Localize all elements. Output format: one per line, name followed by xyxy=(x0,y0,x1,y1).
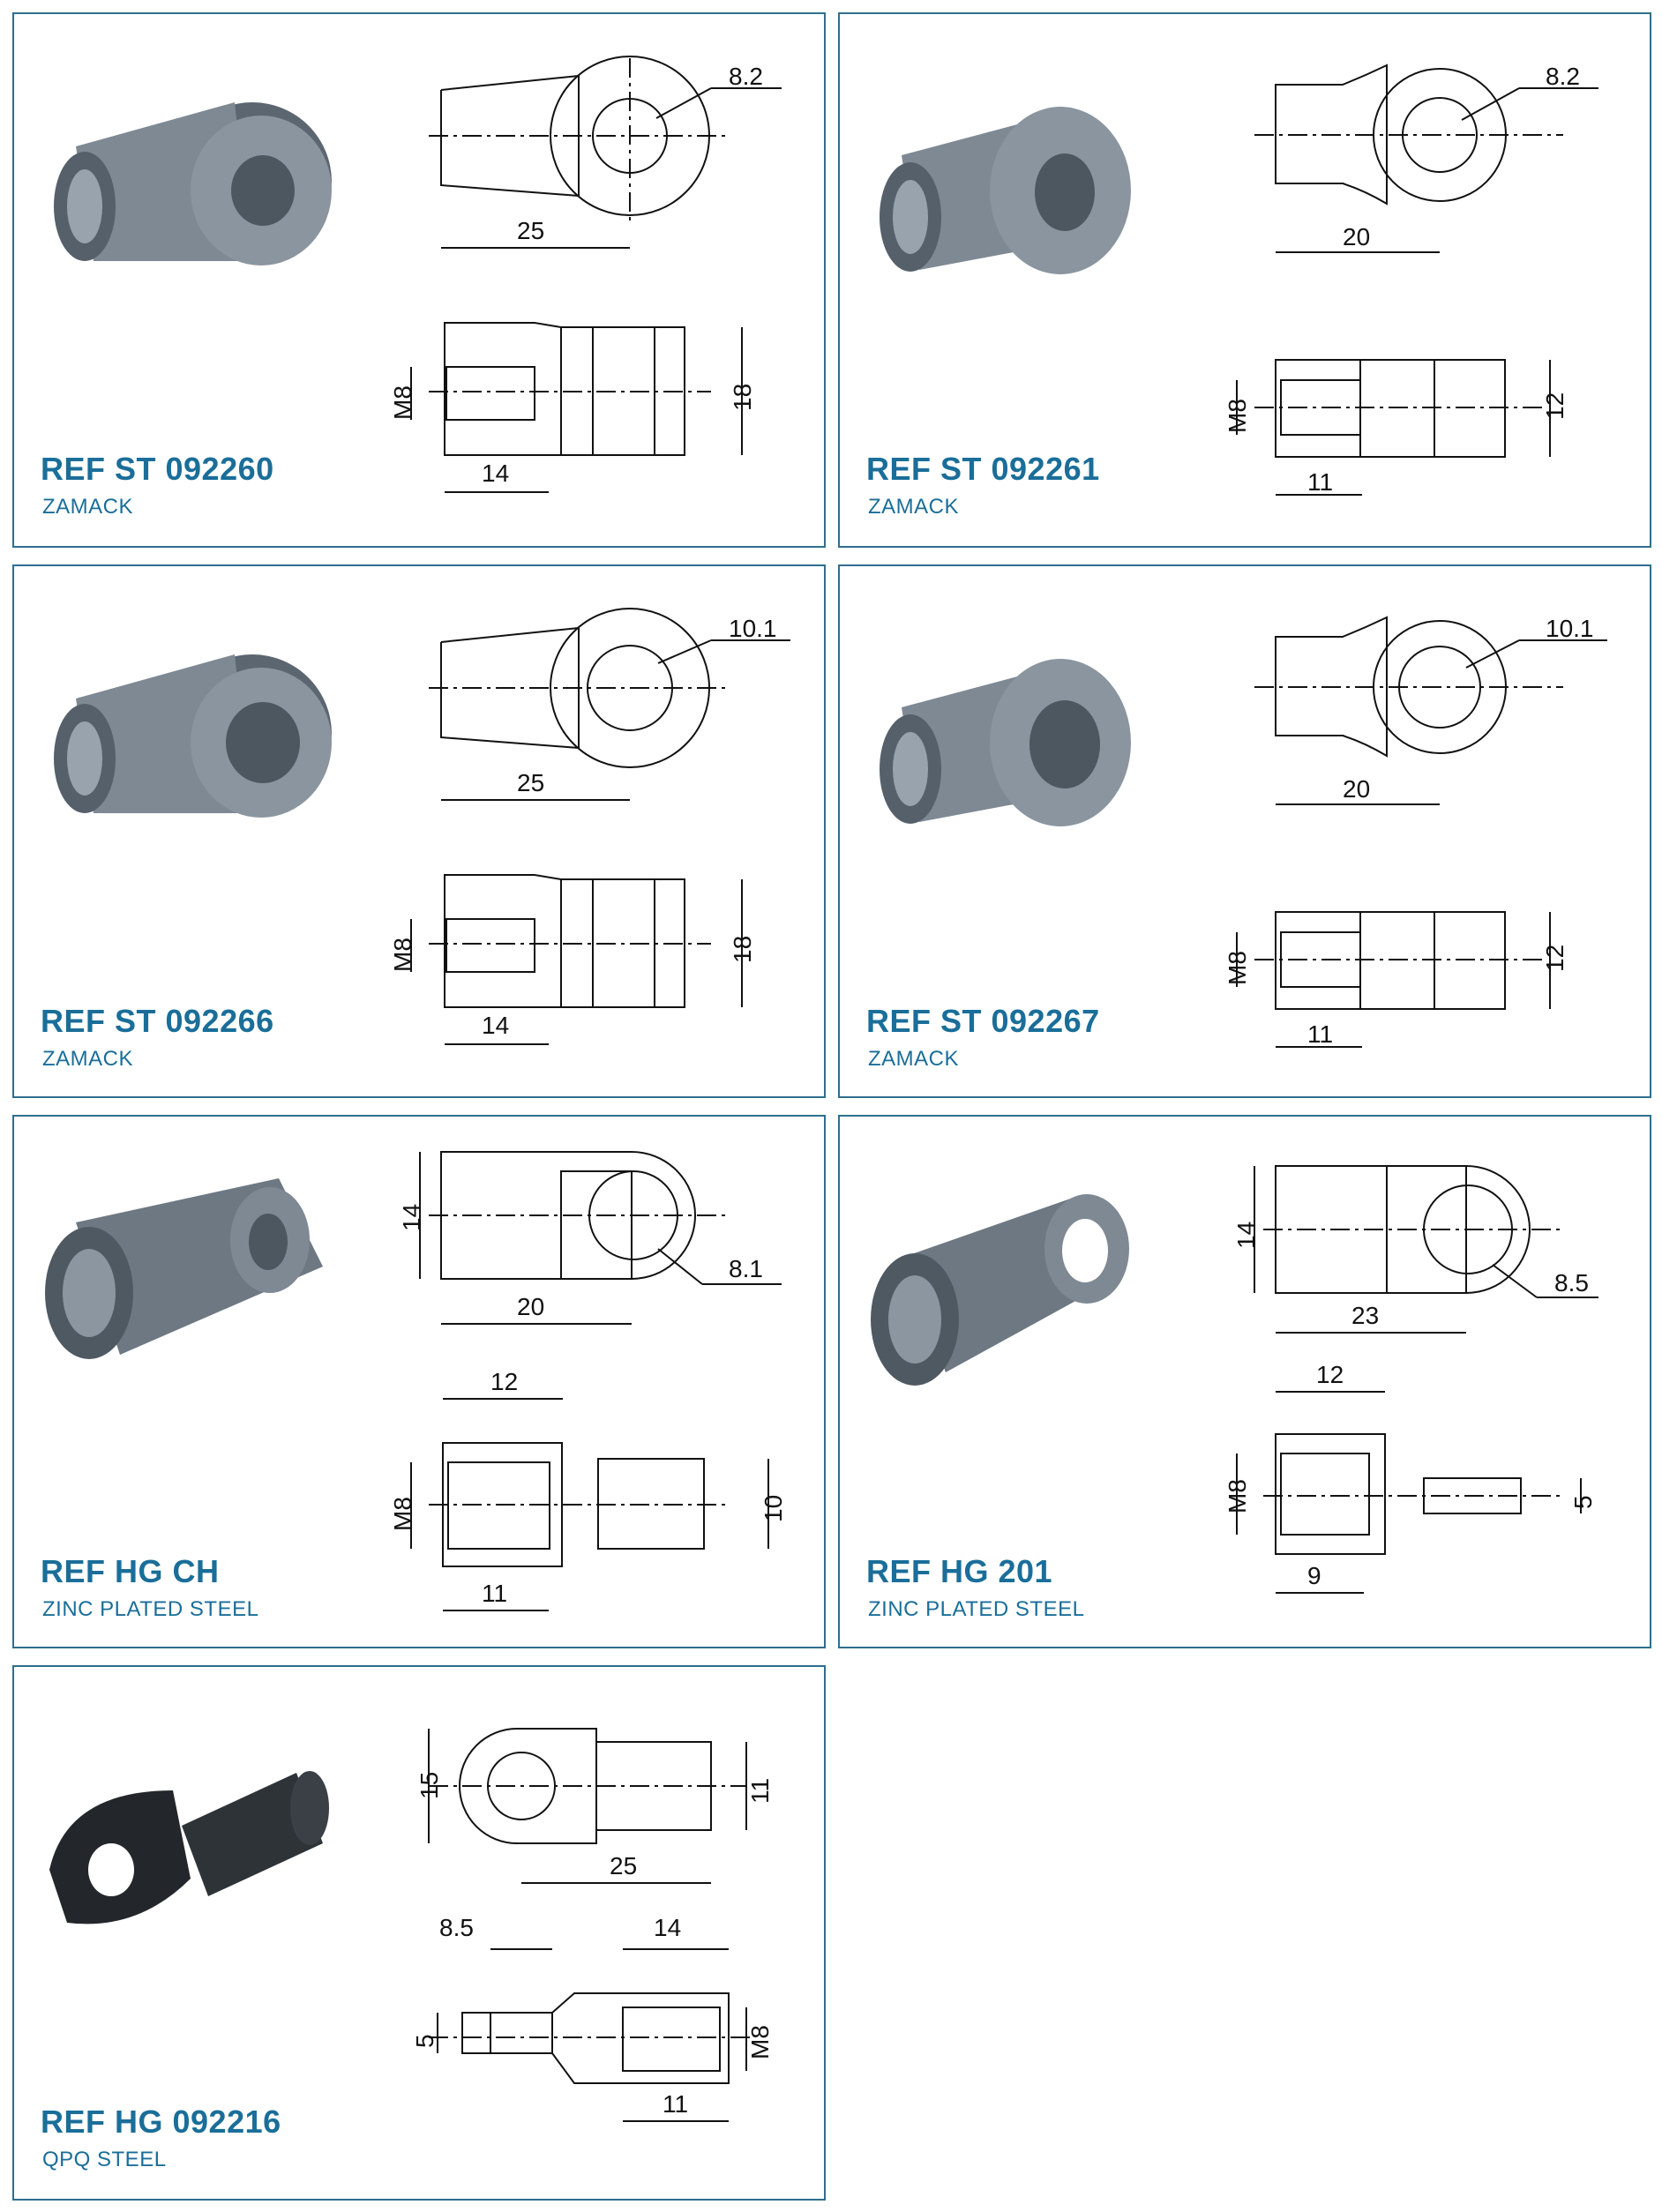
part-3d-render xyxy=(45,1178,323,1359)
technical-drawing: 15 11 25 8.5 14 5 M8 11 xyxy=(411,1728,774,2122)
dim-thread-depth: 9 xyxy=(1307,1562,1321,1589)
ref-code: REF ST 092261 xyxy=(866,451,1100,487)
technical-drawing: 8.2 20 M8 12 11 xyxy=(1224,63,1598,496)
dim-hole: 10.1 xyxy=(1546,615,1594,642)
dim-thread-depth: 14 xyxy=(482,460,509,487)
technical-drawing: 10.1 25 M8 18 14 xyxy=(389,608,790,1045)
part-3d-render xyxy=(880,107,1131,274)
dim-thread-depth: 11 xyxy=(482,1580,507,1607)
dim-hole: 8.5 xyxy=(1554,1269,1589,1297)
dim-thread: M8 xyxy=(389,938,416,972)
product-card: 14 8.1 20 12 M8 10 11 REF HG CH ZINC PLA… xyxy=(12,1115,826,1648)
material: ZAMACK xyxy=(42,1047,134,1071)
product-card: 10.1 20 M8 12 11 REF ST 092267 ZAMACK xyxy=(838,564,1651,1098)
product-card: 15 11 25 8.5 14 5 M8 11 REF HG 092216 QP… xyxy=(12,1665,826,2201)
ref-code: REF ST 092267 xyxy=(866,1003,1100,1039)
ref-code: REF HG 092216 xyxy=(41,2104,281,2140)
material: ZINC PLATED STEEL xyxy=(42,1597,259,1621)
ref-code: REF ST 092260 xyxy=(41,451,274,487)
dim-height: 18 xyxy=(729,384,756,411)
technical-drawing: 8.2 25 M8 18 14 xyxy=(389,56,782,493)
dim-thread: M8 xyxy=(389,1497,416,1531)
dim-dia: 14 xyxy=(398,1204,425,1231)
dim-hole: 8.2 xyxy=(729,63,763,90)
material: QPQ STEEL xyxy=(42,2148,167,2171)
technical-drawing: 14 8.5 23 12 M8 5 9 xyxy=(1224,1165,1598,1594)
dim-thread-depth: 11 xyxy=(1307,468,1333,496)
part-3d-render xyxy=(54,102,332,265)
part-3d-render xyxy=(880,659,1131,826)
product-card: 10.1 25 M8 18 14 REF ST 092266 ZAMACK xyxy=(12,564,826,1098)
dim-thread-depth: 14 xyxy=(482,1012,509,1039)
ref-code: REF HG CH xyxy=(41,1553,220,1589)
dim-thread: M8 xyxy=(1224,951,1251,985)
dim-body: 12 xyxy=(1316,1361,1344,1388)
dim-width: 15 xyxy=(416,1772,443,1799)
ref-code: REF HG 201 xyxy=(866,1553,1053,1589)
dim-body: 12 xyxy=(490,1368,518,1395)
material: ZAMACK xyxy=(868,495,960,519)
dim-length: 20 xyxy=(1343,775,1370,803)
dim-length: 25 xyxy=(517,769,544,796)
dim-dia: 11 xyxy=(746,1778,774,1804)
dim-height: 12 xyxy=(1541,945,1568,972)
part-3d-render xyxy=(49,1771,329,1924)
dim-length: 20 xyxy=(1343,223,1370,250)
ref-code: REF ST 092266 xyxy=(41,1003,274,1039)
dim-hole: 8.2 xyxy=(1546,63,1580,90)
dim-length: 20 xyxy=(517,1293,544,1320)
technical-drawing: 14 8.1 20 12 M8 10 11 xyxy=(389,1151,787,1611)
dim-thread: M8 xyxy=(389,385,416,420)
dim-length: 23 xyxy=(1351,1302,1379,1329)
dim-height: 5 xyxy=(1569,1495,1597,1509)
dim-length: 25 xyxy=(610,1852,637,1879)
material: ZAMACK xyxy=(42,495,134,519)
dim-height: 10 xyxy=(760,1495,787,1522)
material: ZAMACK xyxy=(868,1047,960,1071)
dim-height: 5 xyxy=(411,2034,438,2048)
dim-thread: M8 xyxy=(1224,1479,1251,1513)
dim-thread: M8 xyxy=(1224,399,1251,433)
dim-thread-depth: 11 xyxy=(663,2090,688,2118)
dim-hole: 8.5 xyxy=(439,1914,474,1941)
product-card: 14 8.5 23 12 M8 5 9 REF HG 201 ZINC PLAT… xyxy=(838,1115,1651,1648)
product-card: 8.2 25 M8 18 14 REF ST 092260 ZAMACK xyxy=(12,12,826,548)
product-card: 8.2 20 M8 12 11 REF ST 092261 ZAMACK xyxy=(838,12,1651,548)
technical-drawing: 10.1 20 M8 12 11 xyxy=(1224,615,1607,1048)
dim-thread-depth: 11 xyxy=(1307,1020,1333,1048)
dim-length: 25 xyxy=(517,217,544,244)
part-3d-render xyxy=(54,654,332,818)
dim-thread: M8 xyxy=(746,2025,774,2059)
dim-dia: 14 xyxy=(1232,1222,1260,1249)
dim-height: 12 xyxy=(1541,392,1568,420)
dim-hole: 10.1 xyxy=(729,615,777,642)
dim-hole: 8.1 xyxy=(729,1255,763,1282)
dim-height: 18 xyxy=(729,936,756,963)
part-3d-render xyxy=(871,1194,1129,1386)
material: ZINC PLATED STEEL xyxy=(868,1597,1085,1621)
dim-body: 14 xyxy=(654,1914,681,1941)
